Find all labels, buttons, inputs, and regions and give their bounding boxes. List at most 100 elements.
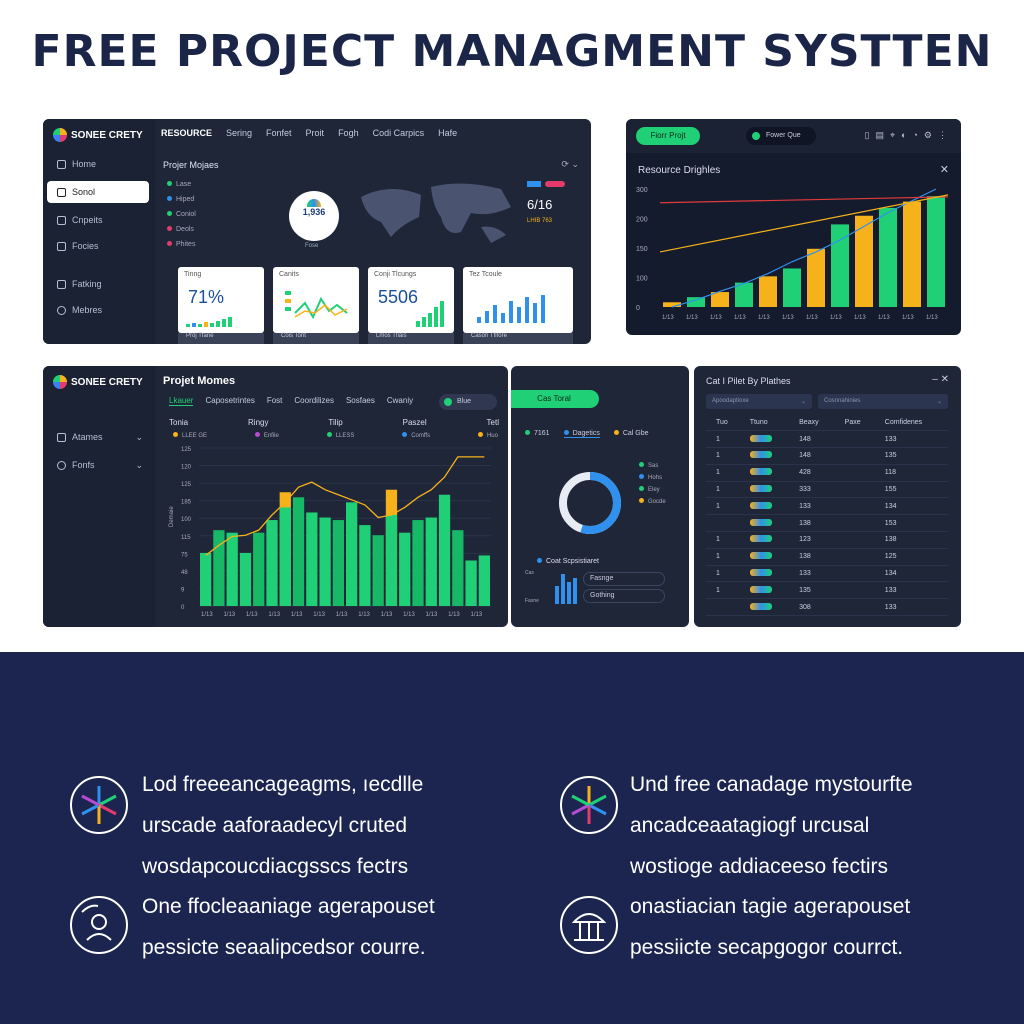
tab-coordilizes[interactable]: Coordilizes	[294, 396, 334, 405]
toggle-chip[interactable]: Fower Que	[746, 127, 816, 145]
kpi-card[interactable]: Tez Tcoule Cason Tfifore	[463, 267, 573, 344]
x-tick-label: 1/13	[686, 315, 698, 321]
nav-fogh[interactable]: Fogh	[338, 128, 359, 138]
y-tick-label: 185	[181, 500, 192, 506]
legend-dot	[167, 211, 172, 216]
logo-icon	[53, 128, 67, 142]
chart-bar-green	[226, 532, 238, 606]
sidebar-label: Focies	[72, 241, 99, 251]
sidebar-item-mebres[interactable]: Mebres	[47, 299, 149, 321]
table-row[interactable]: 138 153	[706, 514, 948, 533]
tab-cwaniy[interactable]: Cwaniy	[386, 396, 414, 405]
user-icon	[57, 305, 66, 315]
sidebar-item-home[interactable]: Home	[47, 153, 149, 175]
chevron-down-icon[interactable]: ⟳ ⌄	[561, 159, 579, 169]
kpi-card[interactable]: Canits Cois Tont	[273, 267, 359, 344]
feature-line: Und free canadage mystourfte	[630, 773, 913, 796]
cost-bars	[555, 572, 577, 604]
tab-fost[interactable]: Fost	[266, 396, 283, 405]
chart-bar	[759, 276, 777, 307]
table-cell	[739, 531, 790, 549]
brand: SONEE CRETY	[53, 375, 143, 389]
tab-item[interactable]: 7161	[525, 430, 550, 438]
axis-label: Fasne	[525, 598, 539, 604]
x-tick-label: 1/13	[246, 612, 258, 618]
column-header: Tonia	[169, 418, 189, 427]
sidebar-item-cnpeits[interactable]: Cnpeits	[47, 209, 149, 231]
sidebar-item-fatking[interactable]: Fatking	[47, 273, 149, 295]
column-header: Comfidenes	[874, 414, 948, 432]
table-cell: 133	[874, 430, 948, 449]
legend-dot	[639, 486, 644, 491]
primary-button[interactable]: Fiorr Projt	[636, 127, 700, 145]
nav-codi-carpics[interactable]: Codi Carpics	[372, 128, 425, 138]
toggle-chip[interactable]: Blue	[439, 394, 497, 410]
tab-sosfaes[interactable]: Sosfaes	[345, 396, 375, 405]
x-tick-label: 1/13	[902, 315, 914, 321]
chart-bar-green	[465, 560, 477, 606]
stat-tag	[527, 181, 541, 187]
table-cell	[834, 481, 875, 499]
filter-select[interactable]: Cosnnahinies⌄	[818, 394, 948, 409]
sidebar-item-focies[interactable]: Focies	[47, 235, 149, 257]
home-icon	[57, 159, 66, 169]
tab-label: 7161	[534, 430, 550, 437]
sidebar-item-atames[interactable]: Atames⌄	[47, 426, 149, 448]
feature-line: onastiacian tagie agerapouset	[630, 895, 911, 918]
sidebar-item-sonol[interactable]: Sonol	[47, 181, 149, 203]
tab-item[interactable]: Dagetics	[563, 430, 600, 438]
primary-button[interactable]: Cas Toral	[511, 390, 599, 408]
cost-item[interactable]: Gothing	[583, 589, 665, 603]
y-tick-label: 9	[181, 587, 185, 593]
tab-dot	[525, 430, 530, 435]
kpi-card[interactable]: Conji Tlcungs 5506 Lmos Tfiais	[368, 267, 454, 344]
kpi-card[interactable]: Tinng 71% Proj Tfane	[178, 267, 264, 344]
table-cell: 138	[789, 514, 835, 533]
sidebar-item-fonfs[interactable]: Fonfs⌄	[47, 454, 149, 476]
legend-item: LLEE GE	[173, 432, 207, 439]
tab-caposetrintes[interactable]: Caposetrintes	[205, 396, 255, 405]
table-cell: 133	[874, 581, 948, 600]
chart-bar-green	[399, 532, 411, 606]
nav-hafe[interactable]: Hafe	[438, 128, 458, 138]
compass-icon	[70, 776, 128, 834]
table-cell: 133	[874, 598, 948, 617]
nav-proit[interactable]: Proit	[305, 128, 325, 138]
table-cell	[739, 598, 790, 617]
nav-resource[interactable]: RESOURCE	[161, 128, 213, 138]
cost-item[interactable]: Fasnge	[583, 572, 665, 586]
table-cell	[739, 497, 790, 516]
filter-select[interactable]: Apoodaptioxe⌄	[706, 394, 812, 409]
feature-line: wostioge addiaceeso fectirs	[630, 855, 888, 878]
window-controls[interactable]: – ✕	[932, 374, 949, 385]
legend-label: Enfile	[263, 433, 279, 439]
toggle-dot-icon	[752, 132, 760, 140]
y-tick-label: 0	[636, 305, 640, 312]
card-value: 71%	[188, 287, 225, 307]
tab-item[interactable]: Cal Gbe	[613, 430, 649, 438]
tab-lkauer[interactable]: Lkauer	[169, 396, 194, 406]
toolbar-icons[interactable]: ▯▤⌖◐◔⚙⋮	[864, 130, 953, 140]
chart-bar-green	[332, 520, 344, 606]
cloud-icon	[57, 460, 66, 470]
y-axis-label: Demaie	[169, 506, 175, 527]
legend-item: Sas	[639, 460, 666, 472]
table-cell: 1	[706, 447, 740, 465]
table-cell	[739, 464, 790, 482]
nav-fonfet[interactable]: Fonfet	[266, 128, 292, 138]
close-icon[interactable]: ✕	[939, 164, 949, 176]
table-cell: 153	[874, 514, 948, 533]
table-cell: 123	[789, 531, 835, 549]
nav-sering[interactable]: Sering	[226, 128, 253, 138]
